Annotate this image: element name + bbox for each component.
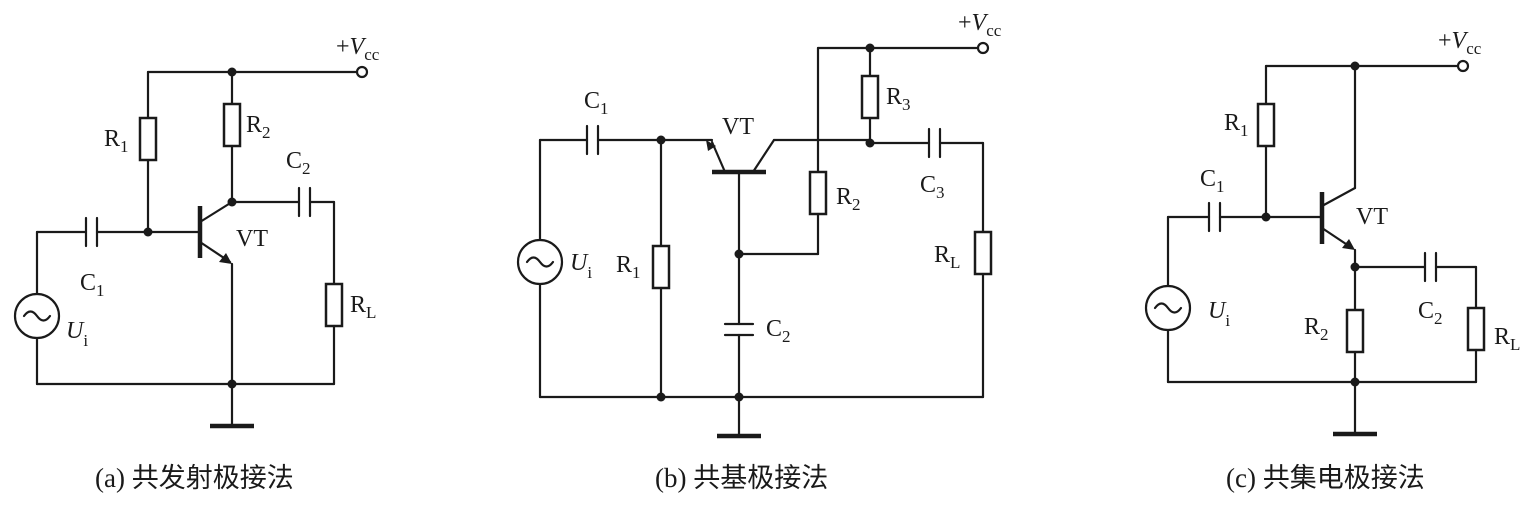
resistor-r2-a [222,102,242,148]
c2-label-b: C2 [766,316,791,346]
resistor-r3-b [860,74,880,120]
vcc-label-b: +Vcc [958,10,1002,40]
caption-b: (b) 共基极接法 [655,463,828,493]
r2-label-c: R2 [1304,314,1329,344]
vcc-label-c: +Vcc [1438,28,1482,58]
resistor-rl-b [973,230,993,276]
circuit-a: +Vcc R1 R2 C1 Ui VT [13,34,380,493]
vcc-label-a: +Vcc [336,34,380,64]
resistor-r1-b [651,244,671,290]
vcc-terminal-b [976,41,990,55]
r1-label-b: R1 [616,252,641,282]
r2-label-b: R2 [836,184,861,214]
rl-label-a: RL [350,292,376,322]
circuit-b: +Vcc R3 R2 C1 Ui R1 [516,10,1002,493]
c1-label-b: C1 [584,88,609,118]
circuit-c: +Vcc R1 C1 Ui VT R2 [1144,28,1520,493]
resistor-r1-c [1256,102,1276,148]
vcc-terminal-c [1456,59,1470,73]
rl-label-b: RL [934,242,960,272]
r3-label-b: R3 [886,84,911,114]
rl-label-c: RL [1494,324,1520,354]
vcc-terminal-a [355,65,369,79]
caption-c: (c) 共集电极接法 [1226,463,1425,493]
c2-label-c: C2 [1418,298,1443,328]
caption-a: (a) 共发射极接法 [95,463,294,493]
c1-label-c: C1 [1200,166,1225,196]
vt-label-b: VT [722,114,754,140]
vt-label-c: VT [1356,204,1388,230]
resistor-rl-a [324,282,344,328]
ui-label-b: Ui [570,250,592,282]
r1-label-c: R1 [1224,110,1249,140]
c3-label-b: C3 [920,172,945,202]
ui-label-c: Ui [1208,298,1230,330]
ui-label-a: Ui [66,318,88,350]
r1-label-a: R1 [104,126,129,156]
resistor-r2-c [1345,308,1365,354]
resistor-rl-c [1466,306,1486,352]
c1-label-a: C1 [80,270,105,300]
c2-label-a: C2 [286,148,311,178]
vt-label-a: VT [236,226,268,252]
resistor-r1-a [138,116,158,162]
resistor-r2-b [808,170,828,216]
r2-label-a: R2 [246,112,271,142]
